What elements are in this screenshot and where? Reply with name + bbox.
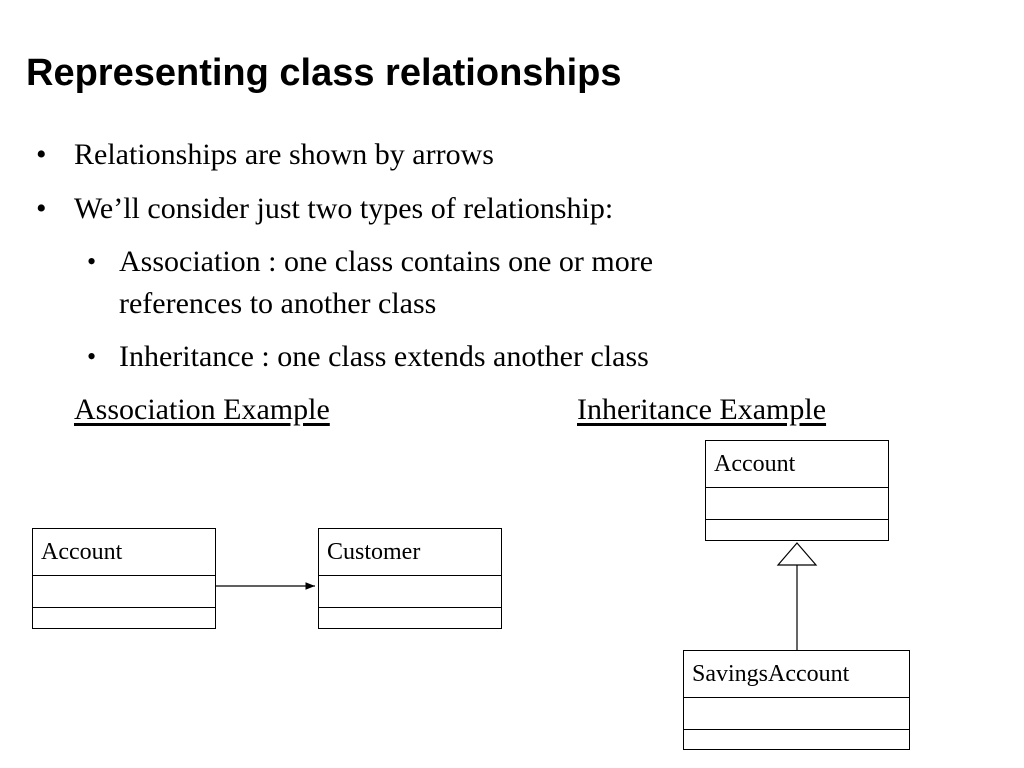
methods-divider: [706, 519, 888, 520]
slide-title: Representing class relationships: [26, 52, 622, 94]
bullet-marker: •: [36, 138, 47, 171]
methods-divider: [33, 607, 215, 608]
class-name: Account: [714, 451, 796, 477]
bullet-text: We’ll consider just two types of relatio…: [74, 192, 614, 225]
sub-bullet-text: Inheritance : one class extends another …: [119, 340, 649, 373]
sub-bullet-continuation: references to another class: [119, 286, 436, 322]
inheritance-parent-class-box: Account: [705, 440, 889, 541]
methods-divider: [319, 607, 501, 608]
attributes-divider: [684, 697, 909, 698]
class-name: Customer: [327, 539, 421, 565]
class-name: Account: [41, 539, 123, 565]
sub-bullet-text: Association : one class contains one or …: [119, 245, 654, 278]
bullet-marker: •: [36, 192, 47, 225]
inheritance-example-heading: Inheritance Example: [577, 393, 827, 426]
bullet-marker: •: [87, 342, 97, 371]
association-target-class-box: Customer: [318, 528, 502, 629]
bullet-item: • Relationships are shown by arrows: [36, 137, 494, 173]
bullet-marker: •: [87, 247, 97, 276]
attributes-divider: [706, 487, 888, 488]
sub-bullet-item: • Association : one class contains one o…: [87, 244, 654, 280]
bullet-text: Relationships are shown by arrows: [74, 138, 494, 171]
attributes-divider: [319, 575, 501, 576]
class-name: SavingsAccount: [692, 661, 850, 687]
association-example-heading: Association Example: [74, 393, 330, 426]
methods-divider: [684, 729, 909, 730]
sub-bullet-item: • Inheritance : one class extends anothe…: [87, 339, 649, 375]
bullet-item: • We’ll consider just two types of relat…: [36, 191, 614, 227]
generalization-triangle: [776, 542, 818, 566]
attributes-divider: [33, 575, 215, 576]
association-source-class-box: Account: [32, 528, 216, 629]
inheritance-child-class-box: SavingsAccount: [683, 650, 910, 750]
sub-bullet-text: references to another class: [119, 287, 437, 320]
